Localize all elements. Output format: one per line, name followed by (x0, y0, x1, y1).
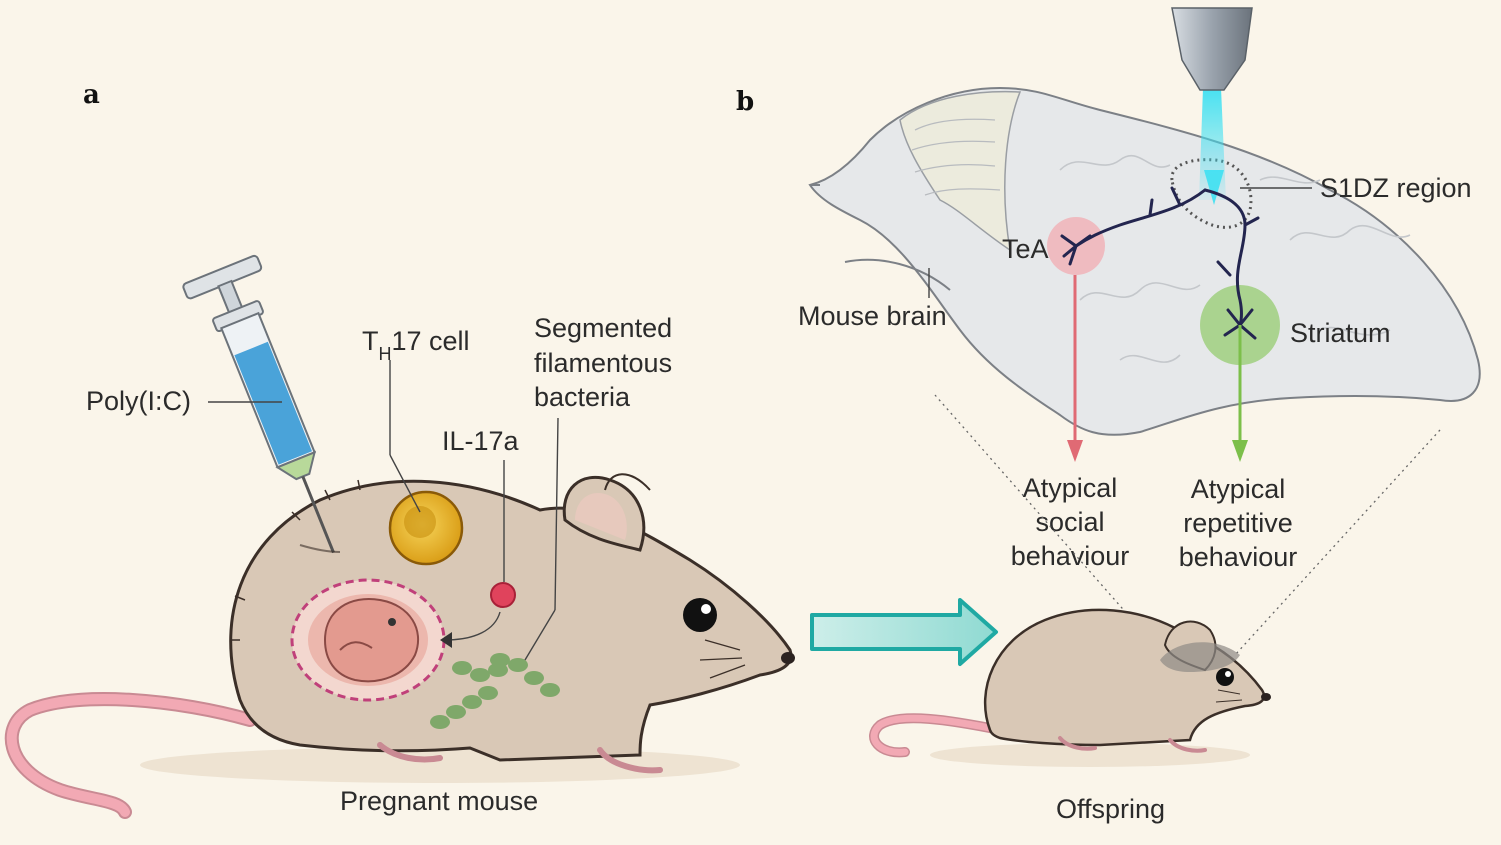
leader-sfb (554, 417, 559, 611)
panel-label-a: a (83, 80, 100, 110)
segmented-bacteria (430, 653, 560, 729)
offspring-mouse (869, 608, 1271, 767)
label-social-3: behaviour (1011, 541, 1130, 571)
offspring-eye (1216, 668, 1234, 686)
neuron-projections (1060, 186, 1260, 344)
label-sfb-1: Segmented (534, 313, 672, 343)
label-il17a: IL-17a (442, 426, 520, 456)
label-tea: TeA (1002, 234, 1049, 264)
syringe-icon (182, 254, 335, 554)
label-s1dz: S1DZ region (1320, 173, 1472, 203)
label-sfb-2: filamentous (534, 348, 672, 378)
label-th17: TH17 cell (362, 326, 470, 364)
label-mouse-brain: Mouse brain (798, 301, 947, 331)
label-offspring: Offspring (1056, 794, 1165, 824)
label-striatum: Striatum (1290, 318, 1391, 348)
projection-line-right (1234, 429, 1441, 656)
il17a-molecule (490, 582, 516, 608)
mouse-brain (808, 86, 1481, 436)
pregnant-mouse-eye (683, 598, 717, 632)
label-sfb-3: bacteria (534, 382, 631, 412)
label-repetitive-3: behaviour (1179, 542, 1298, 572)
panel-label-b: b (736, 87, 754, 117)
womb-embryo (290, 578, 446, 702)
projection-line-left (934, 394, 1151, 641)
label-social-1: Atypical (1023, 473, 1118, 503)
label-repetitive-2: repetitive (1183, 508, 1293, 538)
offspring-brain-shade (1160, 642, 1240, 672)
il17a-arrow (444, 611, 501, 641)
transfer-arrow-icon (810, 598, 998, 666)
label-poly-ic: Poly(I:C) (86, 386, 191, 416)
optical-fiber-icon (1171, 7, 1253, 91)
label-repetitive-1: Atypical (1191, 474, 1286, 504)
label-pregnant-mouse: Pregnant mouse (340, 786, 538, 816)
